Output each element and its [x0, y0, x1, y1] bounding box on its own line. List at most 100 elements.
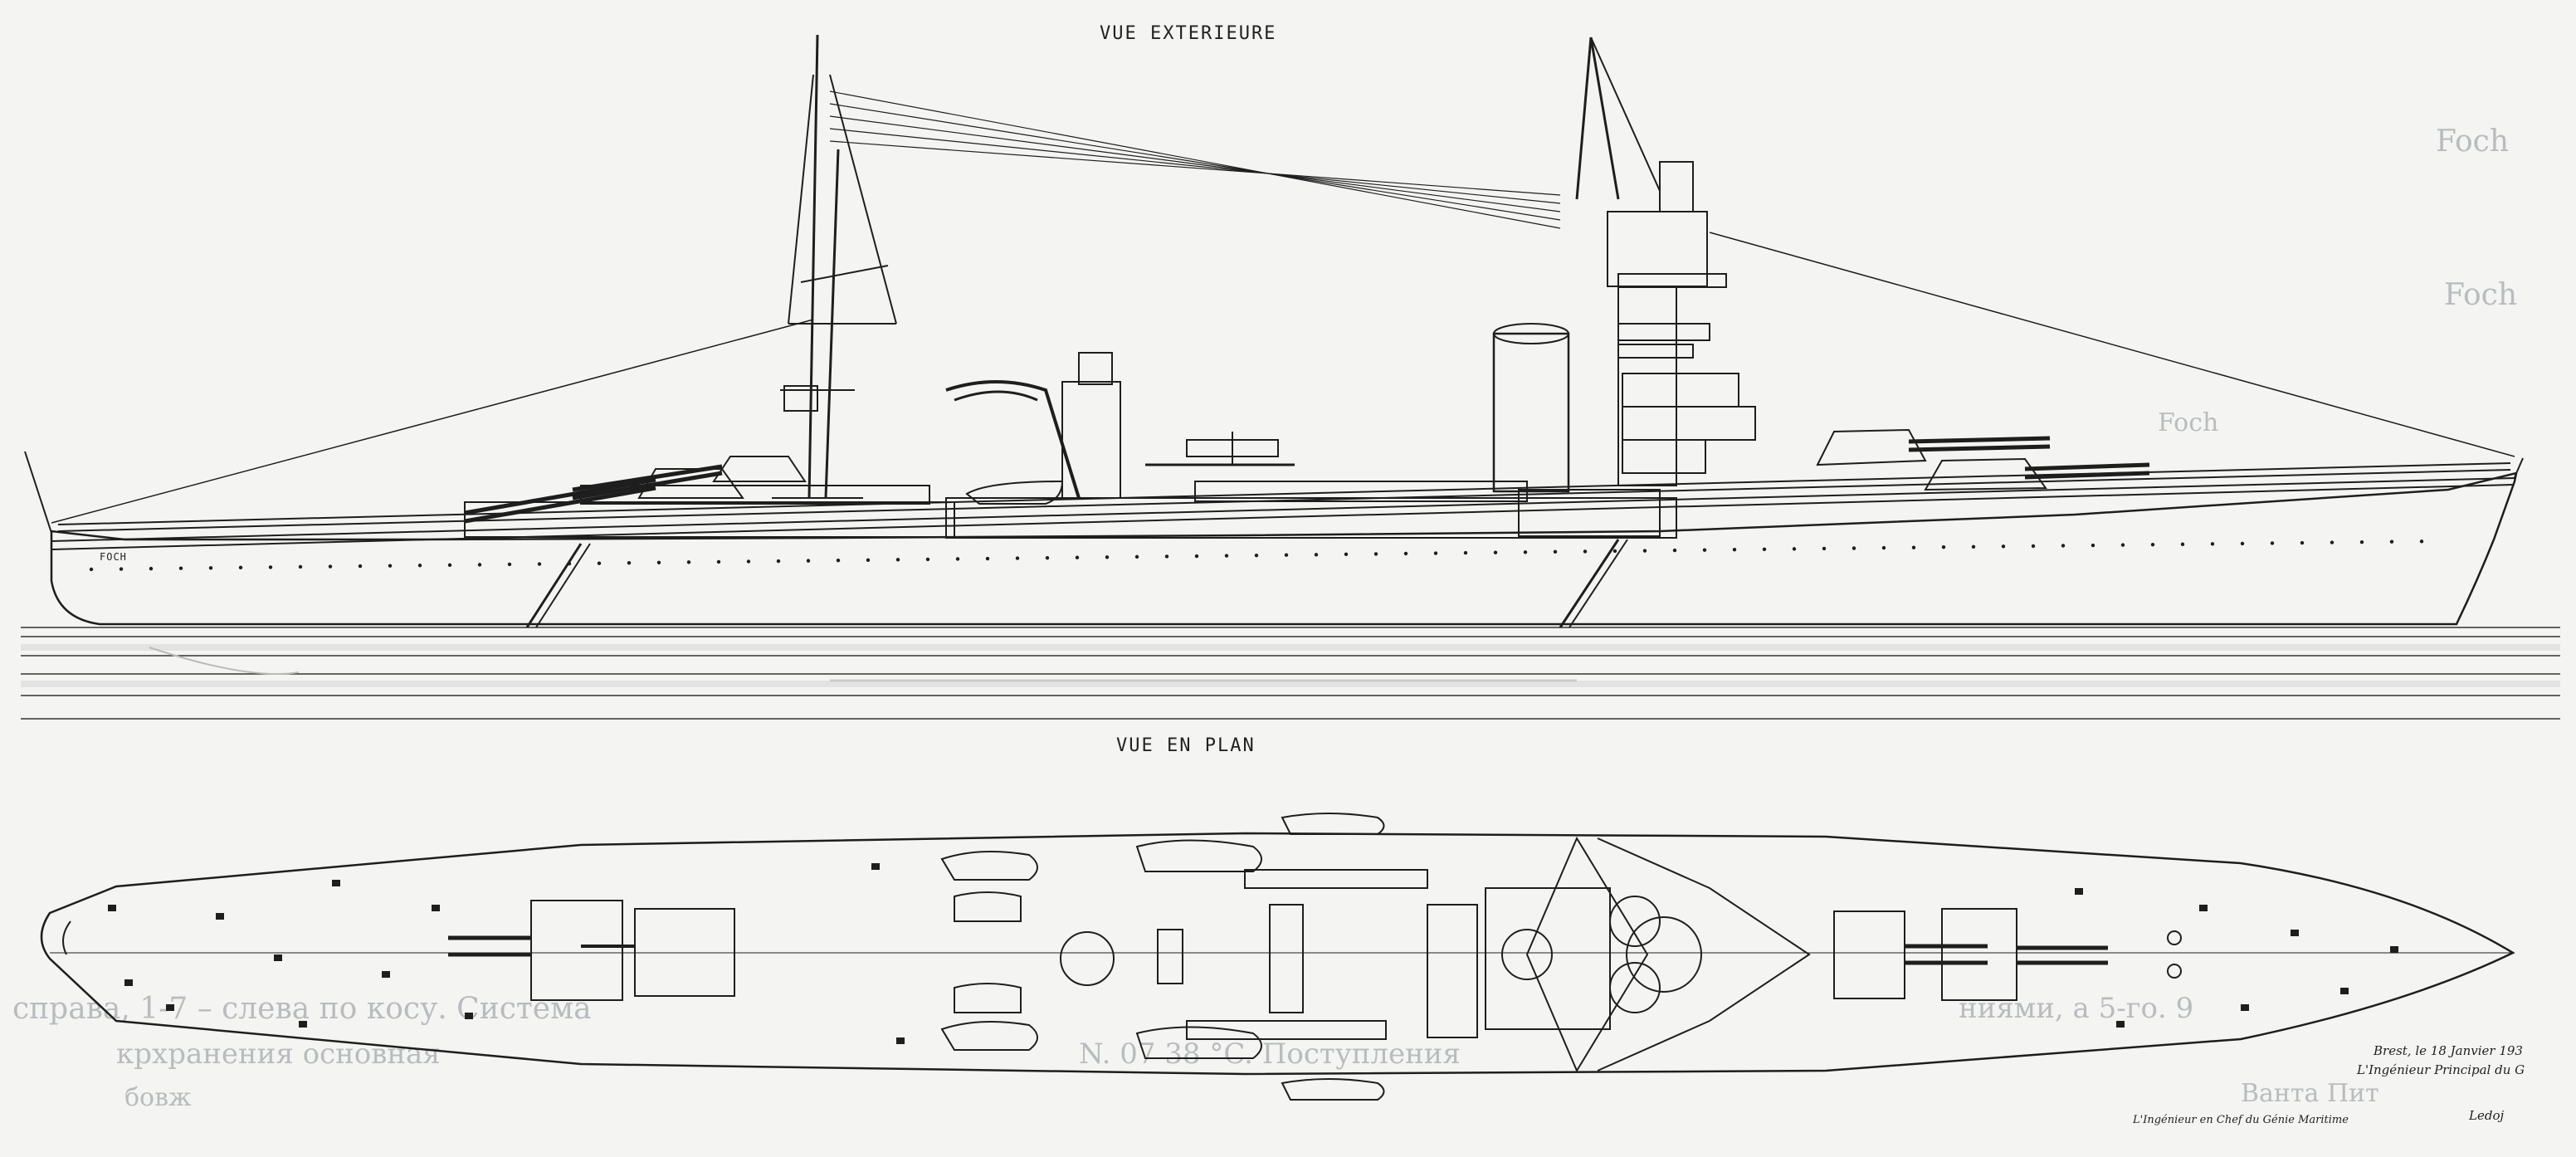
deck-fitting [124, 979, 133, 986]
deck-fitting [2075, 888, 2083, 895]
deck-fitting [216, 913, 224, 920]
sea-lines [21, 627, 2560, 720]
porthole [507, 562, 512, 567]
porthole [1881, 545, 1886, 550]
porthole [1553, 549, 1558, 554]
porthole [1045, 555, 1050, 560]
aft-turret-y [572, 456, 807, 500]
porthole [866, 558, 871, 562]
porthole [2180, 542, 2185, 546]
plan-structures [448, 813, 2182, 1101]
porthole [895, 558, 900, 562]
deck-fitting [432, 905, 440, 911]
fwd-turret-b [1816, 428, 2051, 466]
porthole [1284, 553, 1289, 557]
porthole [119, 567, 124, 571]
signature-initials: Ledoj [2469, 1108, 2505, 1123]
deck-fitting [2241, 1004, 2249, 1011]
signature-engineer-principal: L'Ingénieur Principal du G [2357, 1062, 2525, 1077]
porthole [656, 560, 661, 564]
deck-fitting [2390, 946, 2398, 953]
porthole [2150, 542, 2155, 547]
deck-fitting [382, 971, 390, 978]
deck-fitting [871, 863, 880, 870]
hull-outline [50, 471, 2518, 626]
porthole [149, 566, 154, 571]
deck-fitting [332, 880, 340, 886]
porthole [2270, 541, 2275, 545]
porthole [1762, 547, 1767, 552]
porthole [1941, 545, 1946, 549]
porthole [1224, 554, 1229, 558]
portholes [89, 539, 2424, 572]
bleed-text: ниями, а 5-го. 9 [1959, 992, 2194, 1025]
porthole [1493, 550, 1498, 554]
deck-fitting [896, 1037, 905, 1044]
porthole [627, 561, 632, 565]
porthole [1672, 548, 1677, 553]
porthole [2359, 539, 2364, 544]
fwd-turret-a [1924, 457, 2150, 491]
porthole [1344, 552, 1349, 557]
plan-view [40, 813, 2515, 1101]
porthole [597, 561, 602, 565]
hull-name-label: FOCH [100, 551, 127, 563]
porthole [208, 566, 213, 570]
porthole [1971, 544, 1976, 549]
porthole [417, 564, 422, 568]
porthole [1852, 546, 1856, 550]
porthole [2389, 539, 2394, 544]
bleed-text: бовж [124, 1083, 192, 1112]
porthole [2120, 543, 2125, 547]
porthole [1612, 549, 1617, 554]
porthole [1015, 556, 1020, 560]
bleed-text: Foch [2158, 408, 2219, 437]
side-view [21, 34, 2560, 720]
bleed-text: крхранения основная [116, 1037, 441, 1071]
porthole [1254, 553, 1259, 558]
deck-fitting [2340, 988, 2349, 994]
porthole [537, 562, 542, 566]
porthole [2061, 544, 2066, 548]
porthole [1642, 549, 1647, 553]
deck-fitting [465, 1013, 473, 1019]
porthole [2001, 544, 2006, 549]
porthole [2330, 540, 2334, 544]
porthole [1732, 548, 1737, 552]
plan-hull-outline [40, 832, 2515, 1076]
aft-mast [51, 34, 1561, 524]
porthole [2419, 539, 2424, 544]
deck-fitting [299, 1021, 307, 1028]
porthole [1105, 555, 1110, 559]
porthole [2210, 542, 2215, 546]
porthole [1373, 552, 1378, 556]
signature-place-date: Brest, le 18 Janvier 193 [2374, 1043, 2523, 1058]
plan-fittings [108, 863, 2398, 1044]
porthole [477, 563, 482, 567]
porthole [447, 563, 452, 568]
aircraft-crane [945, 352, 1121, 499]
porthole [178, 566, 183, 570]
porthole [268, 565, 273, 569]
porthole [298, 564, 303, 569]
porthole [836, 559, 841, 563]
bleed-text: справа, 1-7 – слева по косу. Система [12, 992, 592, 1026]
porthole [925, 557, 930, 562]
funnel [1492, 323, 1570, 493]
deck-fitting [108, 905, 116, 911]
porthole [716, 559, 721, 564]
deck-fitting [166, 1004, 174, 1011]
bleed-text: Foch [2444, 278, 2518, 312]
porthole [1911, 545, 1916, 549]
bleed-text: Ванта Пит [2241, 1079, 2379, 1108]
porthole [1463, 550, 1468, 555]
deck-fitting [2116, 1021, 2125, 1028]
deck-fitting [2199, 905, 2208, 911]
porthole [1075, 555, 1080, 559]
bleed-text: N. 07 38 °C. Поступления [1079, 1037, 1461, 1071]
deck-fitting [2291, 930, 2299, 936]
plan-view-title: VUE EN PLAN [1116, 735, 1256, 756]
seaplane [1145, 432, 1295, 466]
